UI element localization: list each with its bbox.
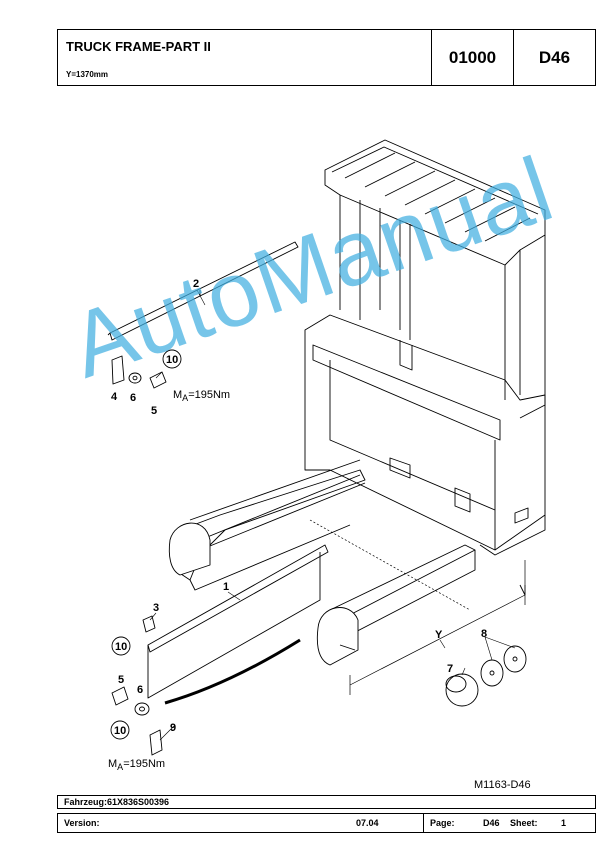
truck-body: [304, 314, 546, 556]
callout-10-upper: 10: [166, 354, 178, 366]
page-label: Page:: [430, 818, 455, 828]
sheet-value: 1: [561, 818, 567, 828]
callout-9: 9: [170, 722, 176, 734]
callout-5-upper: 5: [151, 405, 157, 417]
callout-5-lower: 5: [118, 674, 124, 686]
callout-10-lower: 10: [114, 725, 126, 737]
page-subtitle: Y=1370mm: [66, 70, 109, 79]
dimension-y-label: Y: [435, 629, 443, 641]
callout-4: 4: [111, 391, 118, 403]
callout-1: 1: [223, 581, 229, 593]
header-table: TRUCK FRAME-PART II Y=1370mm 01000 D46: [57, 29, 596, 86]
right-leg: [316, 544, 526, 666]
page-title: TRUCK FRAME-PART II: [66, 39, 211, 54]
overhead-guard: [324, 139, 546, 419]
callout-10-mid: 10: [115, 641, 127, 653]
leader-lines: [149, 289, 516, 741]
fastener-set-lower: [110, 615, 163, 756]
callout-2: 2: [193, 278, 199, 290]
footer-version-row: Version: 07.04 Page: D46 Sheet: 1: [57, 813, 596, 833]
callout-3: 3: [153, 602, 159, 614]
page-code: D46: [538, 47, 571, 67]
callout-8: 8: [481, 628, 487, 640]
sheet-label: Sheet:: [510, 818, 538, 828]
fastener-set-upper: [111, 349, 182, 389]
callout-6-lower: 6: [137, 684, 143, 696]
group-number: 01000: [432, 30, 514, 85]
torque-upper: MA=195Nm: [173, 389, 230, 403]
callout-7: 7: [447, 663, 453, 675]
left-leg: [168, 459, 366, 591]
page-value: D46: [483, 818, 500, 828]
version-date: 07.04: [356, 818, 379, 828]
header-title-cell: TRUCK FRAME-PART II Y=1370mm: [58, 30, 432, 85]
torque-lower: MA=195Nm: [108, 758, 165, 772]
callout-6-upper: 6: [130, 392, 136, 404]
footer-divider: [423, 814, 424, 832]
dimension-y: [309, 519, 526, 695]
vehicle-number: Fahrzeug:61X836S00396: [64, 797, 170, 807]
callout-labels: 2 10 4 6 5 MA=195Nm 1 3 10 5 6 10 9 MA=1…: [108, 278, 487, 772]
drawing-code: M1163-D46: [474, 779, 531, 791]
roller-parts: [445, 645, 527, 707]
version-label: Version:: [64, 818, 100, 828]
footer-vehicle-row: Fahrzeug:61X836S00396: [57, 795, 596, 809]
